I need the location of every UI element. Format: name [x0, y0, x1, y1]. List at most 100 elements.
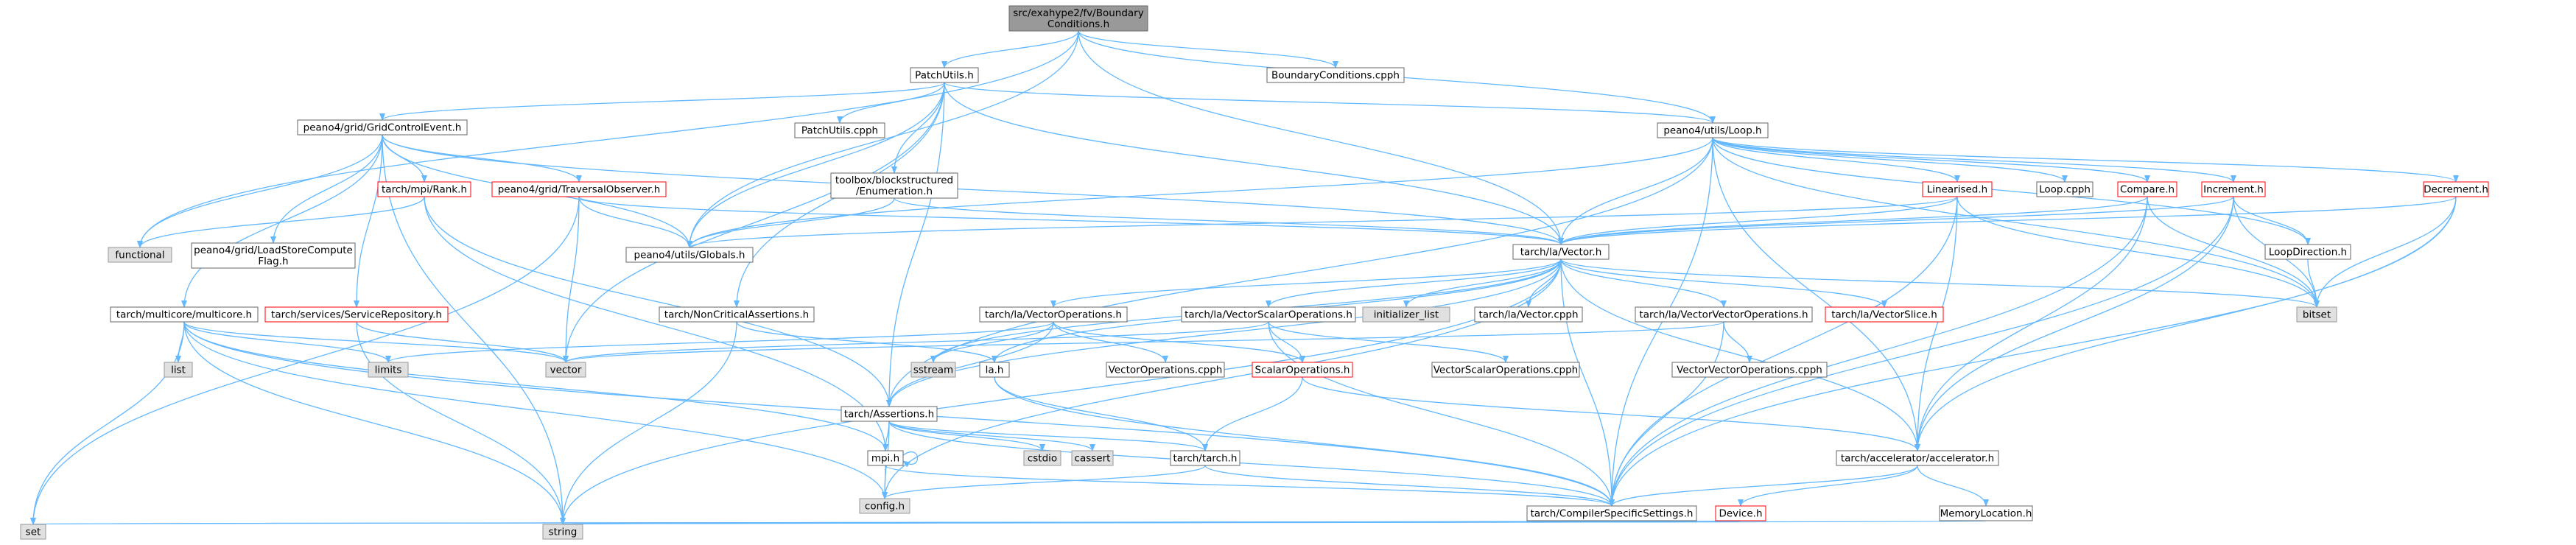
node-device-h[interactable]: Device.h: [1715, 505, 1766, 521]
edge-patchutils_h-to-enumeration_h: [891, 82, 945, 174]
node-label: tarch/NonCriticalAssertions.h: [664, 309, 809, 321]
node-label: tarch/la/Vector.cpph: [1478, 309, 1578, 321]
node-label: functional: [115, 250, 164, 261]
node-loop-h[interactable]: peano4/utils/Loop.h: [1657, 122, 1769, 138]
edge-mpi_h-to-mpi_h: [902, 451, 918, 468]
edge-vectoroperations_h-to-limits: [385, 321, 1054, 363]
node-assertions-h[interactable]: tarch/Assertions.h: [840, 406, 938, 422]
node-box: [625, 247, 754, 263]
node-rank-h[interactable]: tarch/mpi/Rank.h: [377, 181, 471, 197]
node-la-h[interactable]: la.h: [979, 362, 1010, 378]
node-label: tarch/services/ServiceRepository.h: [271, 309, 442, 321]
edge-patchutils_h-to-assertions_h: [886, 82, 945, 407]
node-compare-h[interactable]: Compare.h: [2117, 181, 2177, 197]
node-label: tarch/la/VectorScalarOperations.h: [1185, 309, 1352, 321]
node-loop-cpph[interactable]: Loop.cpph: [2036, 181, 2094, 197]
edge-vector_h-to-initializer_list: [1403, 259, 1562, 308]
edge-decrement_h-to-vector_h: [1558, 196, 2457, 245]
edge-decrement_h-to-compilerspecific_h: [1609, 196, 2457, 507]
node-vectoroperations-cpph[interactable]: VectorOperations.cpph: [1106, 362, 1225, 378]
node-label: Device.h: [1719, 508, 1762, 520]
edge-vectorvectoroperations_h-to-compilerspecific_h: [1609, 321, 1724, 507]
edge-multicore_h-to-list: [175, 321, 185, 363]
node-vectorslice-h[interactable]: tarch/la/VectorSlice.h: [1825, 306, 1944, 323]
edge-scalaroperations_h-to-tarch_h: [1202, 376, 1303, 451]
node-vector-h[interactable]: tarch/la/Vector.h: [1512, 244, 1610, 260]
node-vectorscalaroperations-cpph[interactable]: VectorScalarOperations.cpph: [1431, 362, 1580, 378]
node-servicerepository-h[interactable]: tarch/services/ServiceRepository.h: [264, 306, 449, 323]
node-scalaroperations-h[interactable]: ScalarOperations.h: [1252, 362, 1353, 378]
edge-multicore_h-to-config_h: [183, 321, 888, 499]
node-label: config.h: [865, 501, 905, 513]
node-box: [2036, 181, 2094, 197]
node-box: [1922, 181, 1993, 197]
edge-accelerator_h-to-compilerspecific_h: [1609, 465, 1918, 507]
node-box: [1008, 5, 1148, 32]
node-accelerator-h[interactable]: tarch/accelerator/accelerator.h: [1836, 450, 1999, 466]
node-root[interactable]: src/exahype2/fv/BoundaryConditions.h: [1008, 5, 1148, 32]
node-vector-cpph[interactable]: tarch/la/Vector.cpph: [1474, 306, 1583, 323]
edge-multicore_h-to-mpi_h: [183, 321, 888, 451]
node-label: Increment.h: [2203, 184, 2264, 196]
node-memorylocation-h[interactable]: MemoryLocation.h: [1939, 505, 2033, 521]
edge-loop_h-to-bitset: [1712, 137, 2320, 308]
edge-rank_h-to-assertions_h: [424, 196, 892, 407]
node-globals-h[interactable]: peano4/utils/Globals.h: [625, 247, 754, 263]
edge-vector_h-to-config_h: [882, 259, 1562, 499]
node-tarch-h[interactable]: tarch/tarch.h: [1170, 450, 1240, 466]
node-box: [1362, 306, 1450, 323]
node-vectorscalaroperations-h[interactable]: tarch/la/VectorScalarOperations.h: [1181, 306, 1356, 323]
node-decrement-h[interactable]: Decrement.h: [2423, 181, 2489, 197]
node-label: tarch/accelerator/accelerator.h: [1841, 453, 1994, 465]
node-vectorvectoroperations-cpph[interactable]: VectorVectorOperations.cpph: [1671, 362, 1828, 378]
node-traversalobserver-h[interactable]: peano4/grid/TraversalObserver.h: [491, 181, 667, 197]
edge-assertions_h-to-tarch_h: [888, 421, 1208, 451]
node-linearised-h[interactable]: Linearised.h: [1922, 181, 1993, 197]
node-multicore-h[interactable]: tarch/multicore/multicore.h: [110, 306, 259, 323]
node-box: [491, 181, 667, 197]
node-mpi-h[interactable]: mpi.h: [867, 450, 904, 466]
node-box: [910, 362, 956, 378]
node-label: Conditions.h: [1047, 18, 1109, 30]
node-vectorvectoroperations-h[interactable]: tarch/la/VectorVectorOperations.h: [1635, 306, 1813, 323]
node-patchutils-h[interactable]: PatchUtils.h: [910, 67, 979, 83]
node-patchutils-cpph[interactable]: PatchUtils.cpph: [794, 122, 885, 138]
edge-noncriticalassertions_h-to-string: [560, 321, 737, 525]
node-box: [979, 362, 1010, 378]
node-box: [191, 242, 356, 269]
node-label: limits: [375, 365, 402, 376]
node-box: [542, 524, 583, 540]
node-increment-h[interactable]: Increment.h: [2201, 181, 2266, 197]
node-boundaryconditions-cpph[interactable]: BoundaryConditions.cpph: [1266, 67, 1405, 83]
node-enumeration-h[interactable]: toolbox/blockstructured/Enumeration.h: [830, 172, 958, 199]
edge-gridcontrolevent_h-to-string: [382, 134, 566, 525]
node-compilerspecific-h[interactable]: tarch/CompilerSpecificSettings.h: [1526, 505, 1697, 521]
node-box: [2423, 181, 2489, 197]
edge-increment_h-to-compilerspecific_h: [1609, 196, 2234, 507]
edge-linearised_h-to-vector_h: [1558, 196, 1958, 245]
node-vectoroperations-h[interactable]: tarch/la/VectorOperations.h: [979, 306, 1128, 323]
edge-scalaroperations_h-to-accelerator_h: [1302, 376, 1920, 451]
node-box: [2201, 181, 2266, 197]
node-label: BoundaryConditions.cpph: [1271, 70, 1400, 82]
edge-memorylocation_h-to-string: [562, 517, 1987, 525]
node-box: [1939, 505, 2033, 521]
edge-vectorscalaroperations_h-to-vector: [563, 321, 1269, 363]
edge-compare_h-to-vector_h: [1558, 196, 2148, 245]
edge-root-to-globals_h: [687, 30, 1079, 248]
edge-traversalobserver_h-to-vector: [563, 196, 580, 363]
edge-traversalobserver_h-to-globals_h: [578, 196, 692, 248]
node-noncriticalassertions-h[interactable]: tarch/NonCriticalAssertions.h: [659, 306, 815, 323]
node-gridcontrolevent-h[interactable]: peano4/grid/GridControlEvent.h: [297, 119, 468, 136]
edge-loop_h-to-loopdirection_h: [1712, 137, 2311, 245]
node-box: [2117, 181, 2177, 197]
node-label: initializer_list: [1374, 309, 1439, 321]
node-loopdirection-h[interactable]: LoopDirection.h: [2264, 244, 2351, 260]
node-label: VectorVectorOperations.cpph: [1677, 365, 1822, 376]
edge-decrement_h-to-bitset: [2314, 196, 2457, 308]
edge-patchutils_h-to-vector: [563, 82, 945, 363]
edge-noncriticalassertions_h-to-la_h: [736, 321, 997, 363]
node-limits: limits: [368, 362, 409, 378]
